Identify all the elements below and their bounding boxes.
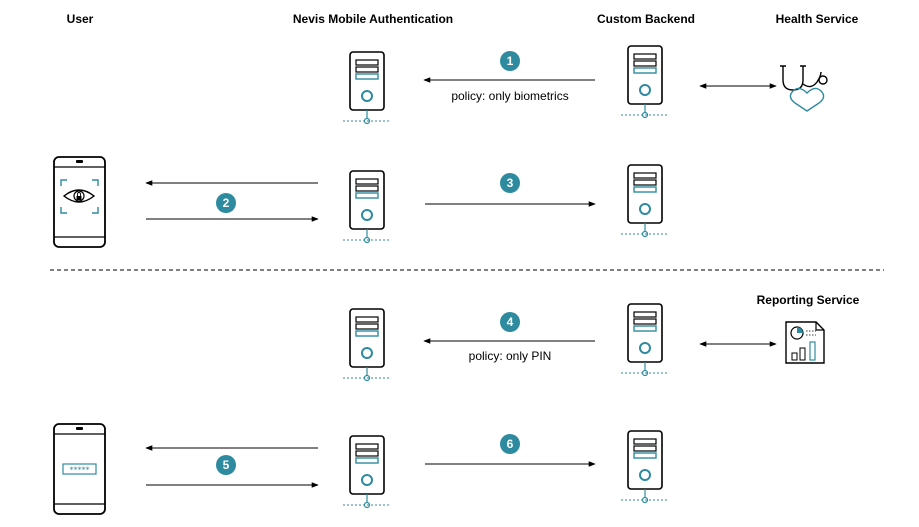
phone-pin-icon: ***** bbox=[53, 423, 106, 515]
policy-label-pin: policy: only PIN bbox=[468, 349, 552, 363]
backend-server-4 bbox=[620, 430, 670, 504]
svg-text:*****: ***** bbox=[70, 466, 90, 475]
report-document-icon bbox=[785, 321, 825, 364]
header-health-service: Health Service bbox=[775, 12, 859, 26]
nevis-server-1 bbox=[342, 51, 392, 125]
backend-server-3 bbox=[620, 303, 670, 377]
step-badge-3: 3 bbox=[500, 173, 520, 193]
header-user: User bbox=[66, 12, 94, 26]
phone-biometric-icon bbox=[53, 156, 106, 248]
header-custom-backend: Custom Backend bbox=[596, 12, 696, 26]
step-badge-2: 2 bbox=[216, 193, 236, 213]
nevis-server-2 bbox=[342, 170, 392, 244]
header-reporting-service: Reporting Service bbox=[756, 293, 860, 307]
backend-server-1 bbox=[620, 45, 670, 119]
policy-label-biometrics: policy: only biometrics bbox=[451, 89, 569, 103]
step-badge-6: 6 bbox=[500, 434, 520, 454]
step-badge-4: 4 bbox=[500, 312, 520, 332]
nevis-server-3 bbox=[342, 308, 392, 382]
stethoscope-heart-icon bbox=[780, 65, 828, 112]
nevis-server-4 bbox=[342, 435, 392, 509]
header-nevis-mobile-authentication: Nevis Mobile Authentication bbox=[292, 12, 454, 26]
step-badge-1: 1 bbox=[500, 51, 520, 71]
step-badge-5: 5 bbox=[216, 455, 236, 475]
backend-server-2 bbox=[620, 164, 670, 238]
